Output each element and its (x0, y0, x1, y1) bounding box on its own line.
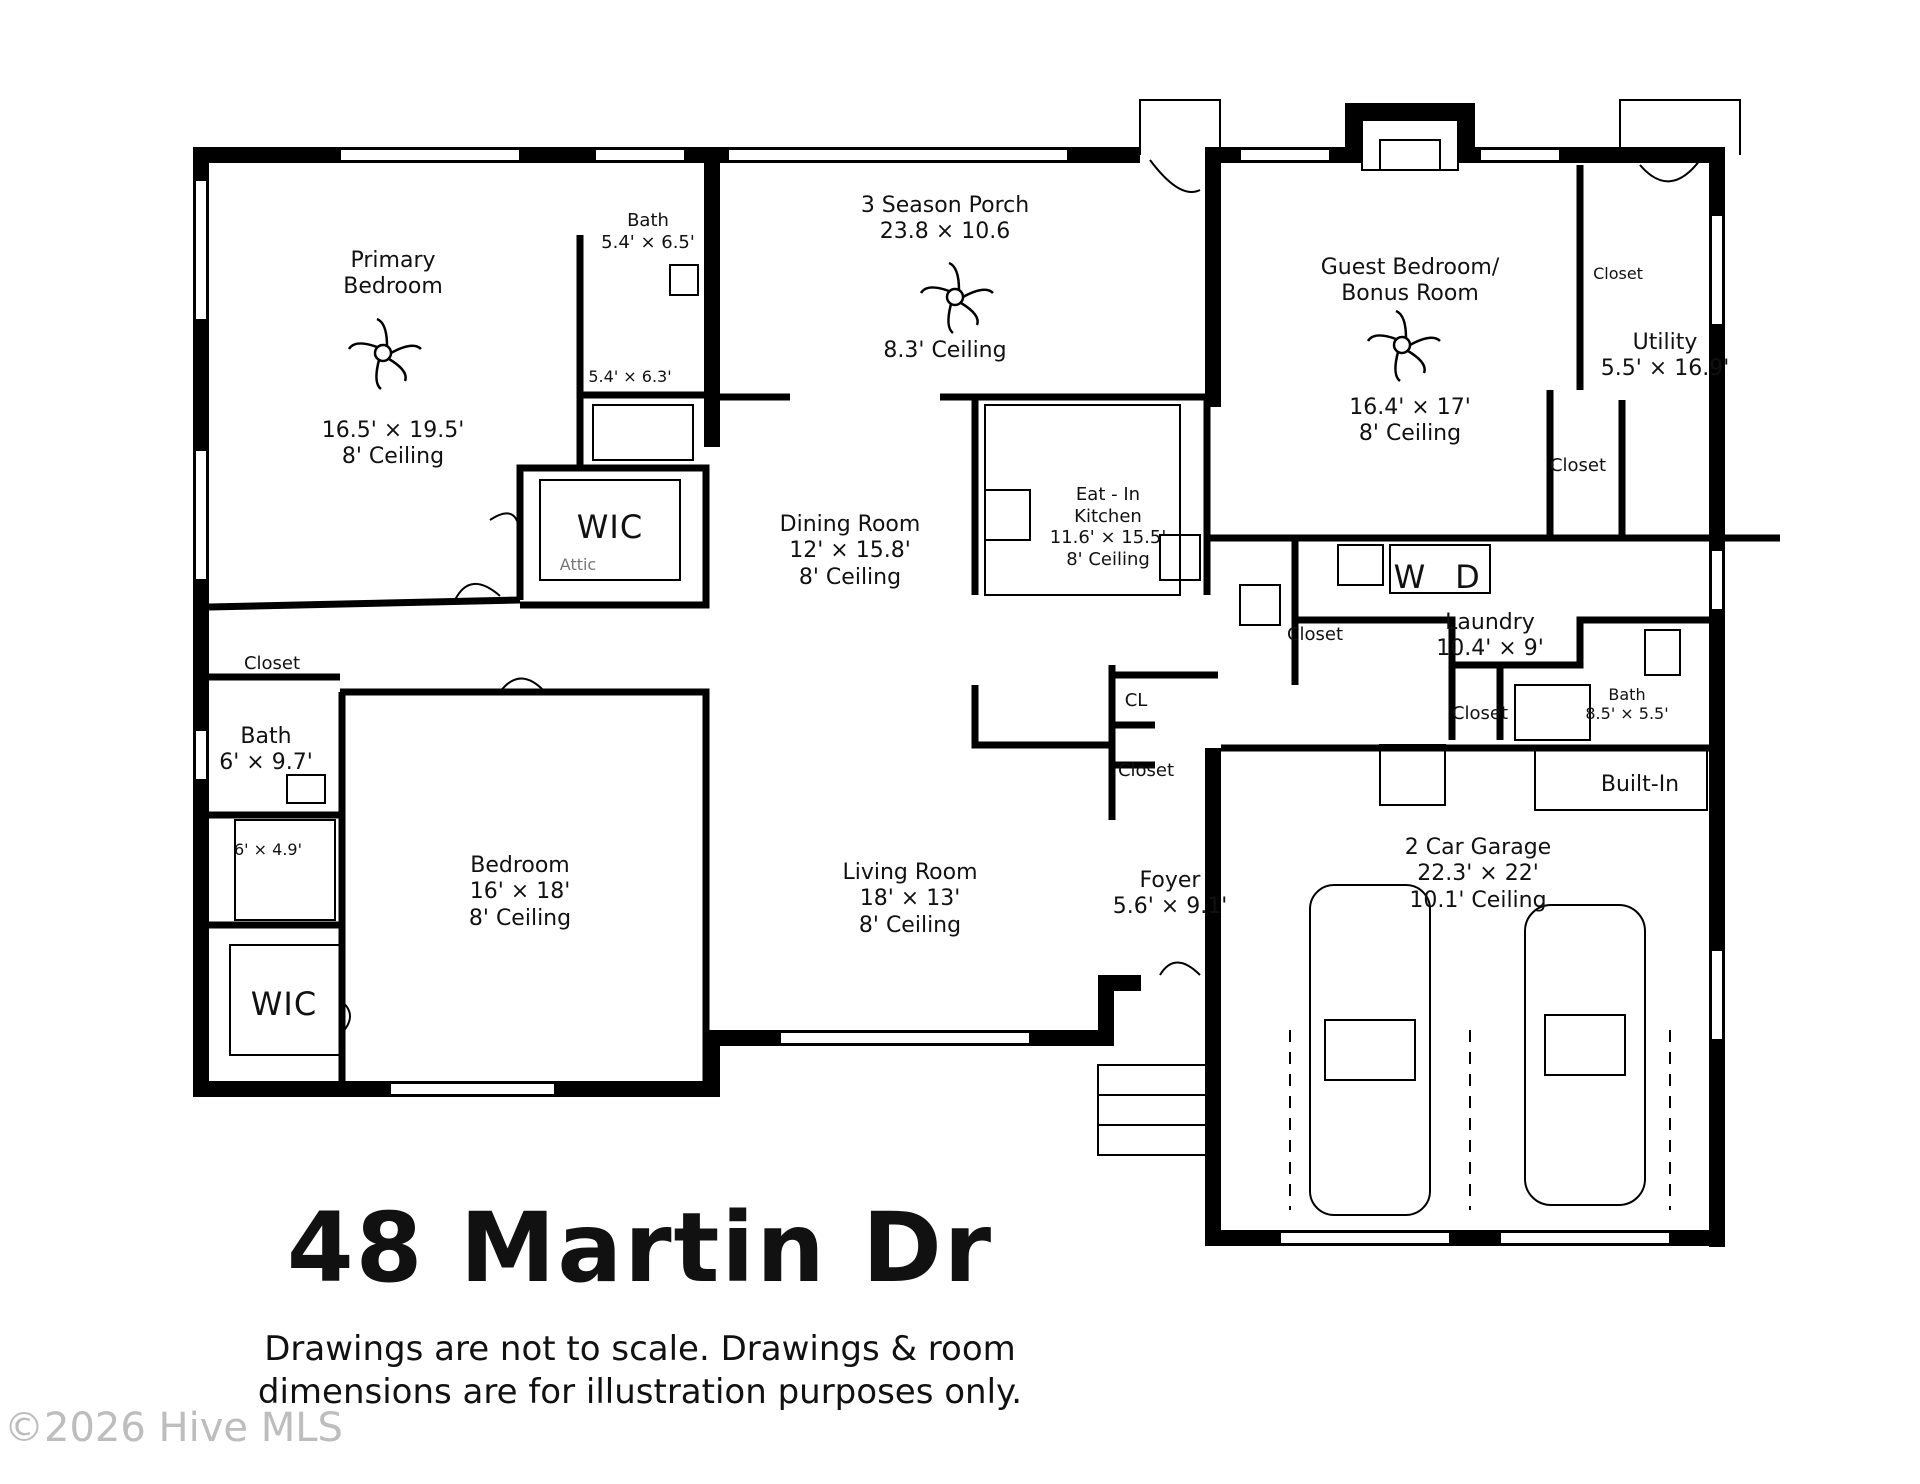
laundry-closet-bottom: Closet (1451, 703, 1509, 724)
ceiling-fan-icons (347, 261, 1441, 390)
primary-shower-dims: 5.4' × 6.3' (588, 367, 672, 386)
fireplace (1345, 103, 1475, 171)
interior-walls (208, 165, 1780, 1081)
fixtures (229, 264, 1708, 1056)
primary-bedroom-dims: 16.5' × 19.5'8' Ceiling (321, 418, 465, 470)
left-shower-dims: 6' × 4.9' (234, 840, 302, 859)
disclaimer-text: Drawings are not to scale. Drawings & ro… (257, 1329, 1023, 1412)
foyer-closet-label: Closet (1117, 760, 1175, 781)
primary-wic-label: WIC (576, 508, 644, 546)
utility-closet-top: Closet (1593, 264, 1643, 283)
door-swings (339, 99, 1741, 1036)
utility-closet-bottom: Closet (1549, 455, 1607, 476)
porch-ceiling: 8.3' Ceiling (883, 338, 1007, 363)
garage-cars (1289, 884, 1671, 1216)
address-title: 48 Martin Dr (286, 1192, 994, 1304)
watermark: ©2026 Hive MLS (4, 1405, 343, 1451)
laundry-closet-left: Closet (1286, 624, 1344, 645)
guest-bedroom-label: Guest Bedroom/Bonus Room (1320, 255, 1500, 307)
washer-label: W (1393, 558, 1427, 596)
hall-cl-label: CL (1124, 690, 1148, 711)
attic-label: Attic (559, 555, 597, 574)
guest-bedroom-dims: 16.4' × 17'8' Ceiling (1349, 395, 1471, 447)
windows (194, 148, 1724, 1245)
bedroom-wic-label: WIC (250, 985, 318, 1023)
garage-builtin-label: Built-In (1600, 772, 1680, 797)
dryer-label: D (1455, 558, 1481, 596)
hall-closet-label: Closet (243, 653, 301, 674)
steps (1097, 744, 1446, 1156)
